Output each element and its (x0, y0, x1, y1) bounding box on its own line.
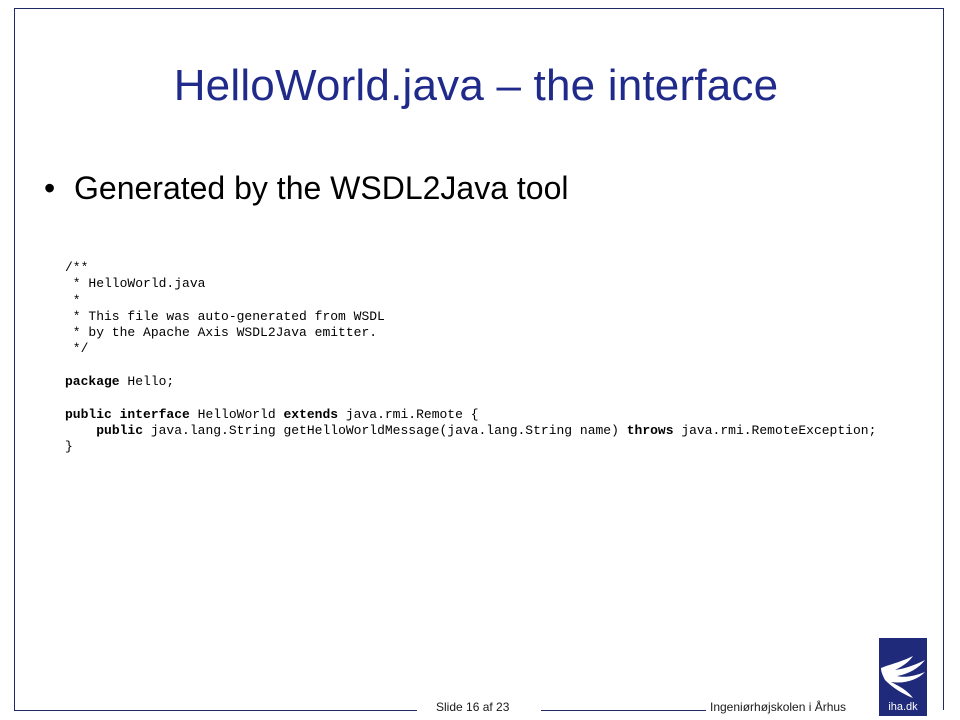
code-line: public java.lang.String getHelloWorldMes… (65, 423, 876, 439)
code-text (65, 423, 96, 438)
footer-rule-left (14, 710, 417, 711)
bullet-marker: • (44, 169, 56, 206)
code-keyword: public (96, 422, 144, 438)
code-line: /** (65, 260, 876, 276)
code-keyword: extends (283, 406, 339, 422)
code-block: /** * HelloWorld.java * * This file was … (65, 260, 876, 456)
code-text: * This file was auto-generated from WSDL (65, 308, 385, 324)
code-line: * HelloWorld.java (65, 276, 876, 292)
code-text: * (65, 292, 81, 308)
bullet-item: • Generated by the WSDL2Java tool (44, 168, 569, 208)
school-name: Ingeniørhøjskolen i Århus (710, 700, 847, 714)
code-text: * by the Apache Axis WSDL2Java emitter. (65, 325, 378, 341)
iha-logo: iha.dk (879, 638, 927, 716)
logo-text: iha.dk (888, 701, 918, 713)
code-text: } (65, 439, 73, 455)
code-line: * (65, 293, 876, 309)
footer-rule-right (541, 710, 706, 711)
slide-number: Slide 16 af 23 (436, 700, 510, 714)
bird-icon (881, 656, 925, 698)
code-line: } (65, 439, 876, 455)
slide-title: HelloWorld.java – the interface (173, 61, 779, 110)
code-keyword: package (65, 374, 120, 390)
code-line (65, 358, 876, 374)
code-line: public interface HelloWorld extends java… (65, 407, 876, 423)
code-text: java.rmi.RemoteException; (673, 422, 877, 438)
code-line: * by the Apache Axis WSDL2Java emitter. (65, 325, 876, 341)
code-text: * HelloWorld.java (65, 276, 206, 292)
slide-frame (14, 8, 944, 710)
code-line: */ (65, 341, 876, 357)
code-text: */ (65, 341, 89, 357)
code-line (65, 390, 876, 406)
code-keyword: throws (626, 422, 674, 438)
code-keyword: interface (119, 406, 190, 422)
code-keyword: public (65, 406, 112, 422)
code-text: java.rmi.Remote { (338, 406, 479, 422)
code-text: java.lang.String getHelloWorldMessage(ja… (143, 422, 627, 438)
bullet-text: Generated by the WSDL2Java tool (74, 169, 569, 206)
code-text: HelloWorld (189, 406, 284, 422)
code-line: package Hello; (65, 374, 876, 390)
code-text (112, 407, 120, 422)
code-line: * This file was auto-generated from WSDL (65, 309, 876, 325)
code-text: /** (65, 260, 89, 275)
code-text: Hello; (119, 374, 175, 390)
